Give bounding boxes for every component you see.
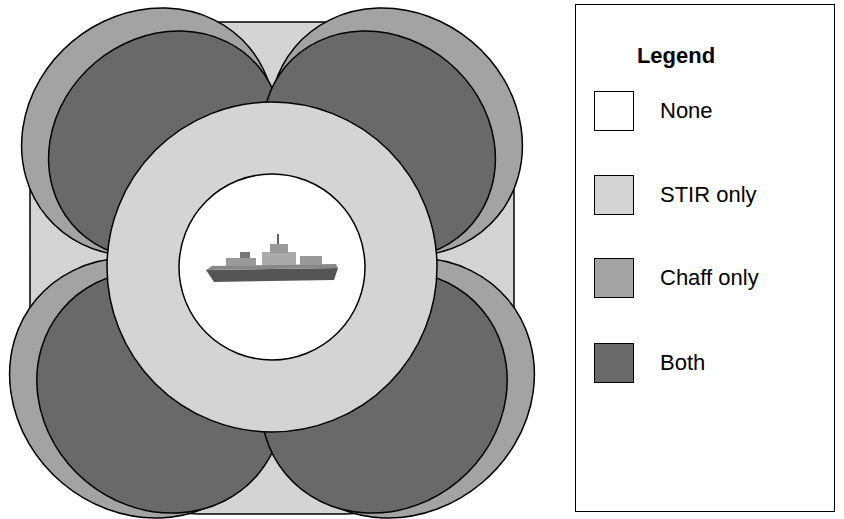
legend-label: Chaff only: [660, 258, 759, 298]
legend-label: None: [660, 91, 713, 131]
legend-title: Legend: [576, 43, 776, 69]
legend-label: STIR only: [660, 175, 757, 215]
legend-label: Both: [660, 343, 705, 383]
stir-ring: [107, 102, 437, 432]
legend-swatch: [594, 91, 634, 131]
legend-swatch: [594, 175, 634, 215]
legend-swatch: [594, 343, 634, 383]
dead-zone: [179, 174, 365, 360]
legend-box: LegendNoneSTIR onlyChaff onlyBoth: [575, 4, 835, 512]
legend-swatch: [594, 258, 634, 298]
ship-icon: [206, 234, 338, 282]
